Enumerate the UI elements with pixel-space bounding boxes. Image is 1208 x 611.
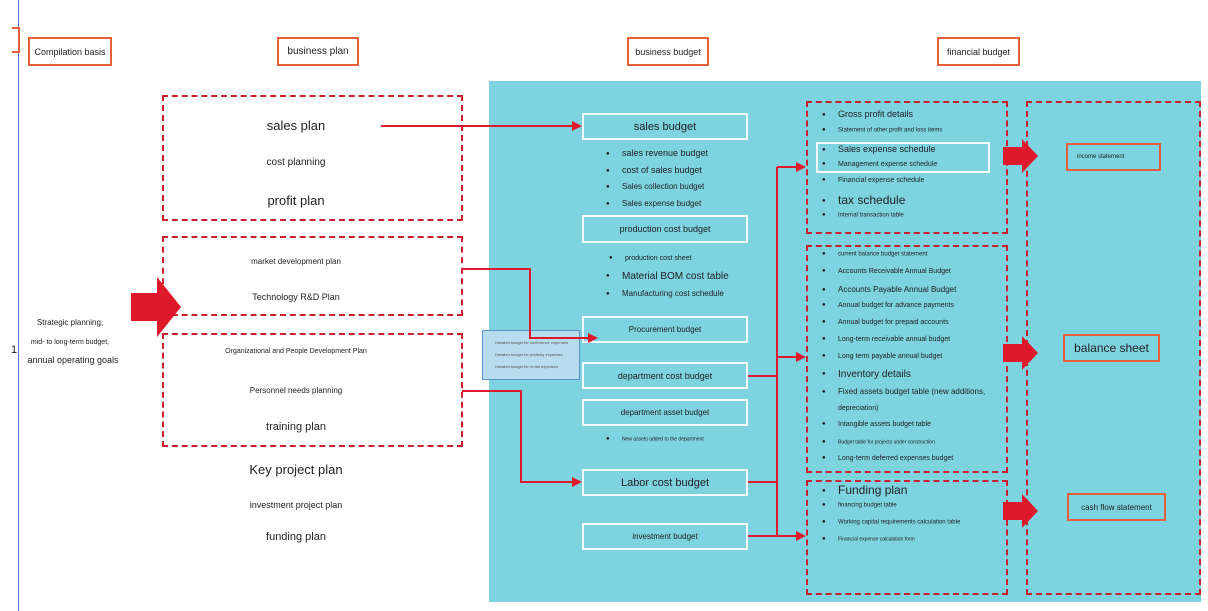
org-people-plan: Organizational and People Development Pl… [225,348,367,355]
fin2-item-11: Budget table for projects under construc… [822,439,935,445]
cost-planning: cost planning [266,157,326,168]
connector-personnel-to-labor [462,390,582,487]
cash-flow-statement-box: cash flow statement [1067,493,1166,521]
key-project-plan: Key project plan [249,462,343,477]
sales-item-4: Sales expense budget [606,199,701,208]
big-arrow-left [131,277,181,337]
sales-item-1: sales revenue budget [606,148,708,158]
sales-plan: sales plan [266,118,326,133]
fin3-item-1: Funding plan [822,483,907,497]
sales-item-2: cost of sales budget [606,165,702,175]
production-item-1: production cost sheet [609,255,692,262]
balance-sheet-box: balance sheet [1063,334,1160,362]
sales-expense-schedule-highlight [816,142,990,173]
connector-market-to-procurement [462,268,598,343]
market-development-plan: market development plan [251,257,341,266]
fin2-item-7: Long term payable annual budget [822,353,942,360]
department-asset-budget-box: department asset budget [582,399,748,426]
fin1-item-2: Statement of other profit and loss items [822,127,942,134]
fin1-item-4: Management expense schedule [822,161,937,168]
header-business-plan: business plan [277,37,359,66]
profit-plan: profit plan [267,193,325,208]
plan-box-sales [162,95,463,221]
fat-arrow-balance [1003,336,1038,370]
personnel-needs-planning: Personnel needs planning [249,386,343,395]
fin2-item-2: Accounts Receivable Annual Budget [822,268,951,275]
header-financial-budget: financial budget [937,37,1020,66]
fin2-item-12: Long-term deferred expenses budget [822,455,953,462]
fin2-item-5: Annual budget for prepaid accounts [822,319,949,326]
fin1-item-5: Financial expense schedule [822,177,924,184]
labor-cost-budget-box: Labor cost budget [582,469,748,496]
investment-budget-box: investment budget [582,523,748,550]
plan-box-market [162,236,463,316]
fin1-item-1: Gross profit details [822,109,913,119]
financial-group-profit [806,101,1008,234]
fin3-item-2: financing budget table [822,502,897,509]
department-asset-item-1: New assets added to the department [606,436,704,442]
header-business-budget: business budget [627,37,709,66]
header-fragment [12,27,20,53]
connector-budgets-to-financial [748,162,806,541]
financial-group-funding [806,480,1008,595]
fin2-item-4: Annual budget for advance payments [822,302,954,309]
sales-item-3: Sales collection budget [606,182,704,191]
popup-item-1: Detailed budget for conference expenses [495,340,568,345]
fin1-item-7: Internal transaction table [822,212,904,219]
training-plan: training plan [266,421,326,433]
production-cost-budget-box: production cost budget [582,215,748,243]
stray-glyph: 1 [11,344,18,356]
popup-item-2: Detailed budget for publicity expenses [495,352,563,357]
fin2-item-9-cont: depreciation) [838,405,879,412]
fin2-item-10: Intangible assets budget table [822,421,931,428]
header-compilation-basis: Compilation basis [28,37,112,66]
fin2-item-9: Fixed assets budget table (new additions… [822,387,985,396]
left-text-strategic: Strategic planning, [36,318,104,327]
funding-plan: funding plan [266,531,326,543]
fin2-item-3: Accounts Payable Annual Budget [822,285,956,294]
popup-item-3: Detailed budget for rental expenses [495,364,559,369]
production-item-3: Manufacturing cost schedule [606,289,724,298]
procurement-budget-box: Procurement budget [582,316,748,343]
fin3-item-4: Financial expense calculation form [822,536,915,542]
left-text-midterm: mid- to long-term budget, [30,339,110,346]
department-cost-budget-box: department cost budget [582,362,748,389]
investment-project-plan: investment project plan [249,500,343,510]
left-margin-line [18,0,19,611]
fin2-item-6: Long-term receivable annual budget [822,336,950,343]
income-statement-box: income statement [1066,143,1161,171]
production-item-2: Material BOM cost table [606,271,729,282]
fat-arrow-cashflow [1003,494,1038,528]
fin2-item-1: current balance budget statement [822,251,927,258]
sales-budget-box: sales budget [582,113,748,140]
fin1-item-3: Sales expense schedule [822,144,936,154]
left-text-goals: annual operating goals [27,355,119,365]
fat-arrow-income [1003,139,1038,173]
fin2-item-8: Inventory details [822,369,911,380]
technology-rd-plan: Technology R&D Plan [252,292,340,302]
fin3-item-3: Working capital requirements calculation… [822,519,960,526]
fin1-item-6: tax schedule [822,193,905,207]
